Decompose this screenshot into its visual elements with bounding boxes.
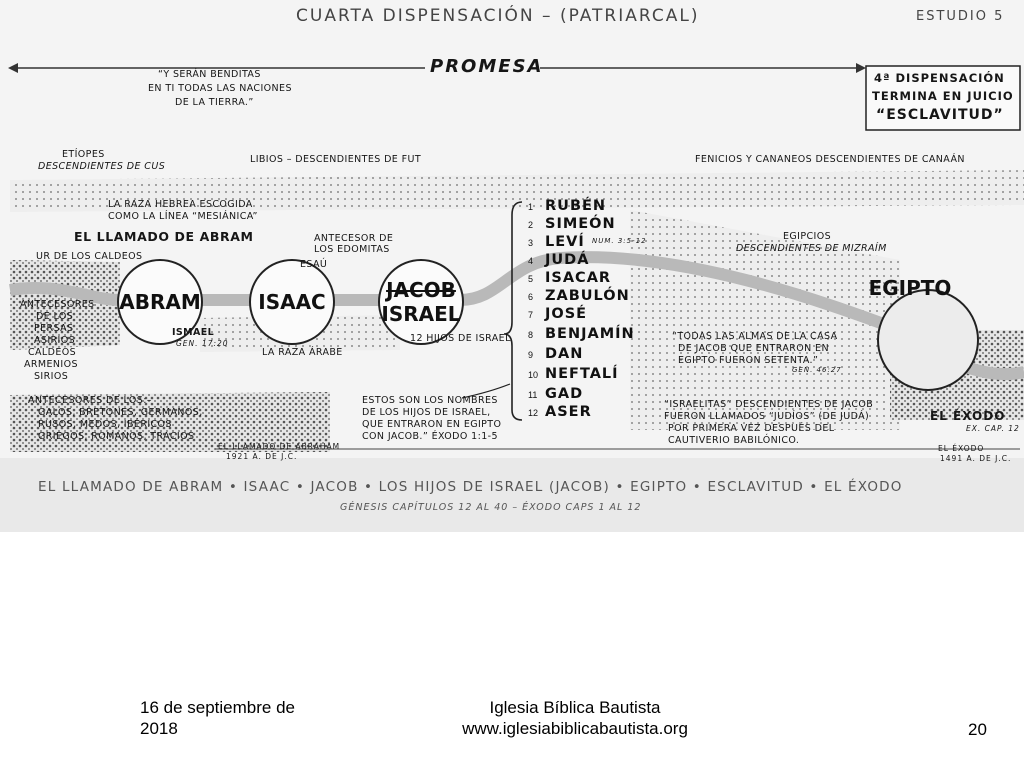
footer-date: 16 de septiembre de 2018 bbox=[140, 698, 295, 739]
abram-label: ABRAM bbox=[119, 290, 201, 314]
ancestors-west-line4: GRIEGOS, ROMANOS, TRACIOS bbox=[38, 431, 195, 442]
edomites-line2: LOS EDOMITAS bbox=[314, 244, 390, 255]
twelve-sons-label: 12 HIJOS DE ISRAEL bbox=[410, 333, 511, 344]
exodus-label: EL ÉXODO bbox=[930, 409, 1006, 423]
israel-label: ISRAEL bbox=[381, 302, 461, 326]
dispensation-end-box bbox=[865, 65, 1021, 131]
egypt-label: EGIPTO bbox=[868, 276, 952, 300]
names-note-line4: CON JACOB.” ÉXODO 1:1-5 bbox=[362, 431, 498, 442]
jacob-israel-circle bbox=[378, 259, 464, 345]
tribes-brace bbox=[503, 201, 523, 421]
ancestors-east-line2: DE LOS bbox=[36, 311, 74, 322]
jacob-label: JACOB bbox=[386, 278, 456, 302]
phoenicians-label: FENICIOS Y CANANEOS DESCENDIENTES DE CAN… bbox=[695, 154, 965, 165]
messianic-line-path bbox=[9, 251, 908, 338]
arab-race-label: LA RAZA ÁRABE bbox=[262, 347, 343, 358]
call-of-abram-label: EL LLAMADO DE ABRAM bbox=[74, 229, 254, 244]
dispensation-end-line1: 4ª DISPENSACIÓN bbox=[874, 71, 1005, 85]
israelites-note-line3: POR PRIMERA VEZ DESPUÉS DEL bbox=[668, 423, 835, 434]
ishmael-ref: GEN. 17:20 bbox=[176, 339, 229, 348]
ancestors-east-line1: ANTECESORES bbox=[20, 299, 95, 310]
ancestors-west-line1: ANTECESORES DE LOS:– bbox=[28, 395, 152, 406]
blessing-quote-line1: “Y SERÁN BENDITAS bbox=[158, 69, 261, 80]
ethiopians-label: ETÍOPES bbox=[62, 149, 105, 160]
dispensation-chart: CUARTA DISPENSACIÓN – (PATRIARCAL) ESTUD… bbox=[0, 0, 1024, 532]
dispensation-end-line3: “ESCLAVITUD” bbox=[876, 107, 1004, 123]
ur-label: UR DE LOS CALDEOS bbox=[36, 251, 143, 262]
esau-label: ESAÚ bbox=[300, 259, 328, 270]
chart-title: CUARTA DISPENSACIÓN – (PATRIARCAL) bbox=[296, 6, 700, 26]
blessing-quote-line2: EN TI TODAS LAS NACIONES bbox=[148, 83, 292, 94]
egypt-circle bbox=[877, 289, 979, 391]
names-note-line3: QUE ENTRARON EN EGIPTO bbox=[362, 419, 502, 430]
edomites-line1: ANTECESOR DE bbox=[314, 233, 394, 244]
footer-church: Iglesia Bíblica Bautista www.iglesiabibl… bbox=[430, 698, 720, 739]
dispensation-end-line2: TERMINA EN JUICIO bbox=[872, 89, 1014, 103]
arrowhead-right bbox=[856, 63, 866, 73]
footer-church-name: Iglesia Bíblica Bautista bbox=[489, 698, 661, 717]
bottom-band bbox=[0, 458, 1024, 532]
crowd-top-band bbox=[10, 170, 1024, 212]
egyptians-desc: DESCENDIENTES DE MIZRAÍM bbox=[736, 243, 887, 254]
ancestors-west-line2: GALOS, BRETONES, GERMANOS, bbox=[38, 407, 203, 418]
abraham-call-line2: 1921 a. de J.C. bbox=[226, 452, 298, 461]
ancestors-east-line4: ASIRIOS bbox=[34, 335, 76, 346]
souls-ref: GEN. 46:27 bbox=[792, 366, 842, 374]
arrowhead-left bbox=[8, 63, 18, 73]
note-arrow bbox=[461, 383, 511, 399]
study-number: ESTUDIO 5 bbox=[916, 9, 1005, 24]
israelites-note-line1: “ISRAELITAS” DESCENDIENTES DE JACOB bbox=[664, 399, 874, 410]
ethiopians-desc: DESCENDIENTES DE CUS bbox=[38, 161, 166, 172]
crowd-bottom-left bbox=[10, 392, 330, 452]
footer-date-line1: 16 de septiembre de bbox=[140, 698, 295, 717]
exodus-date-line2: 1491 a. de J.C. bbox=[940, 454, 1012, 463]
blessing-quote-line3: DE LA TIERRA.” bbox=[175, 97, 254, 108]
exodus-date-line1: EL ÉXODO bbox=[938, 444, 985, 453]
egyptians-label: EGIPCIOS bbox=[783, 231, 832, 242]
footer-page-number: 20 bbox=[968, 720, 987, 739]
names-note-line1: ESTOS SON LOS NOMBRES bbox=[362, 395, 498, 406]
hebrew-race-line2: COMO LA LÍNEA “MESIÁNICA” bbox=[108, 211, 258, 222]
footer-website: www.iglesiabiblicabautista.org bbox=[462, 718, 688, 738]
ishmael-label: ISMAEL bbox=[172, 327, 215, 338]
abraham-call-line1: EL LLAMADO DE ABRAHAM bbox=[218, 442, 341, 451]
chart-illustration bbox=[0, 63, 1024, 532]
libyans-label: LIBIOS – DESCENDIENTES DE FUT bbox=[250, 154, 422, 165]
promise-label: PROMESA bbox=[430, 56, 544, 77]
num-ref: NUM. 3:5-12 bbox=[592, 237, 647, 245]
ancestors-west-line3: RUSOS, MEDOS, IBÉRICOS bbox=[38, 419, 172, 430]
isaac-label: ISAAC bbox=[258, 290, 326, 314]
hebrew-race-line1: LA RAZA HEBREA ESCOGIDA bbox=[108, 199, 253, 210]
ancestors-east-line5: CALDEOS bbox=[28, 347, 77, 358]
footer-date-line2: 2018 bbox=[140, 718, 178, 738]
souls-note-line2: DE JACOB QUE ENTRARON EN bbox=[678, 343, 829, 354]
isaac-circle bbox=[249, 259, 335, 345]
exodus-ref: EX. CAP. 12 bbox=[966, 424, 1020, 433]
abram-circle bbox=[117, 259, 203, 345]
souls-note-line1: “TODAS LAS ALMAS DE LA CASA bbox=[672, 331, 838, 342]
israelites-note-line2: FUERON LLAMADOS “JUDÍOS” (DE JUDÁ) bbox=[664, 411, 870, 422]
ancestors-east-line7: SIRIOS bbox=[34, 371, 69, 382]
scripture-reference: GÉNESIS CAPÍTULOS 12 AL 40 – ÉXODO CAPS … bbox=[340, 502, 642, 513]
israelites-note-line4: CAUTIVERIO BABILÓNICO. bbox=[668, 435, 800, 446]
ancestors-east-line6: ARMENIOS bbox=[24, 359, 78, 370]
summary-line: EL LLAMADO DE ABRAM • ISAAC • JACOB • LO… bbox=[38, 479, 903, 495]
souls-note-line3: EGIPTO FUERON SETENTA.” bbox=[678, 355, 819, 366]
ancestors-east-line3: PERSAS bbox=[34, 323, 74, 334]
names-note-line2: DE LOS HIJOS DE ISRAEL, bbox=[362, 407, 491, 418]
